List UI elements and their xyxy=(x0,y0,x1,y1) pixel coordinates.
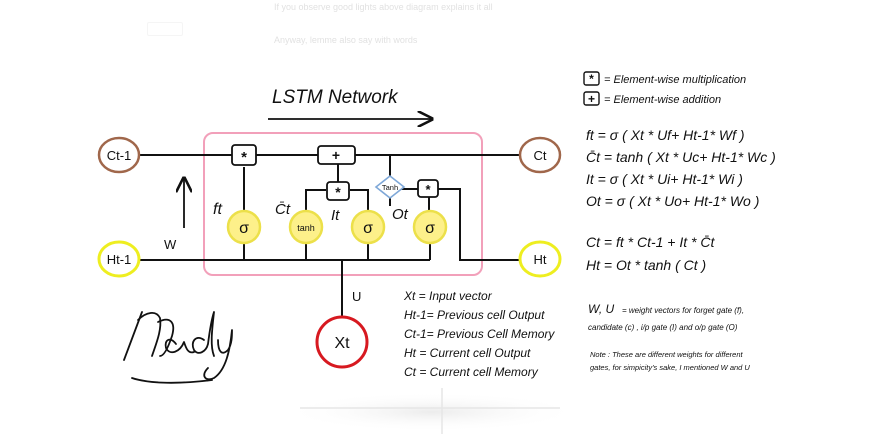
legend-mult-text: = Element-wise multiplication xyxy=(604,74,746,86)
faint-text-line-2: Anyway, lemme also say with words xyxy=(274,35,418,45)
h-prev-label: Ht-1 xyxy=(107,252,132,267)
output-gate: σ xyxy=(412,209,448,245)
cell-add-op: + xyxy=(317,145,356,165)
weights-head: W, U xyxy=(588,302,615,316)
equation-input: It = σ ( Xt * Ui+ Ht-1* Wi ) xyxy=(586,171,743,187)
u-label: U xyxy=(352,289,361,304)
faint-blur-region xyxy=(282,392,582,432)
tanh-diamond-label: Tanh xyxy=(382,183,398,192)
w-label: W xyxy=(164,237,177,252)
output-gate-label: Ot xyxy=(392,206,409,223)
add-symbol: + xyxy=(332,147,340,163)
mult-symbol: * xyxy=(241,149,247,166)
forget-gate-label: ft xyxy=(213,201,222,218)
input-gate-label: It xyxy=(331,207,340,224)
h-next-node: Ht xyxy=(518,240,562,278)
x-input-node: Xt xyxy=(315,315,369,369)
definition-item: Xt = Input vector xyxy=(403,289,493,303)
mult-symbol: * xyxy=(335,184,341,200)
candidate-gate: tanh xyxy=(288,209,324,245)
tanh-label: tanh xyxy=(297,223,315,233)
x-input-label: Xt xyxy=(334,335,350,352)
tanh-diamond: Tanh xyxy=(374,174,406,200)
legend-multiplication: * = Element-wise multiplication xyxy=(583,71,746,86)
equation-candidate: C̄t = tanh ( Xt * Uc+ Ht-1* Wc ) xyxy=(586,149,776,165)
mult-symbol: * xyxy=(425,182,431,197)
equation-hidden-state: Ht = Ot * tanh ( Ct ) xyxy=(586,257,706,273)
legend-add-text: = Element-wise addition xyxy=(604,94,721,106)
diagram-title: LSTM Network xyxy=(272,87,399,108)
forget-multiply-op: * xyxy=(231,144,257,166)
equation-cell-state: Ct = ft * Ct-1 + It * C̄t xyxy=(586,234,715,250)
sigma-label: σ xyxy=(363,220,373,237)
input-multiply-op: * xyxy=(326,181,350,201)
weights-line-2: candidate (c) , i/p gate (I) and o/p gat… xyxy=(588,323,738,332)
c-next-label: Ct xyxy=(534,148,547,163)
equation-forget: ft = σ ( Xt * Uf+ Ht-1* Wf ) xyxy=(586,127,745,143)
faint-text-line-1: If you observe good lights above diagram… xyxy=(274,2,493,12)
legend-addition: + = Element-wise addition xyxy=(583,91,721,106)
c-prev-node: Ct-1 xyxy=(97,136,141,174)
c-next-node: Ct xyxy=(518,136,562,174)
h-next-label: Ht xyxy=(534,252,547,267)
forget-gate: σ xyxy=(226,209,262,245)
faint-button xyxy=(147,22,183,36)
definition-item: Ht-1= Previous cell Output xyxy=(404,308,545,322)
definition-item: Ct-1= Previous Cell Memory xyxy=(404,327,555,341)
weights-line-1: = weight vectors for forget gate (f), xyxy=(622,306,744,315)
legend-mult-symbol: * xyxy=(589,72,594,86)
equation-output: Ot = σ ( Xt * Uo+ Ht-1* Wo ) xyxy=(586,193,759,209)
note-line-1: Note : These are different weights for d… xyxy=(590,350,743,359)
h-prev-node: Ht-1 xyxy=(97,240,141,278)
handwritten-signature xyxy=(123,311,233,384)
c-prev-label: Ct-1 xyxy=(107,148,132,163)
definition-item: Ht = Current cell Output xyxy=(404,346,531,360)
sigma-label: σ xyxy=(239,220,249,237)
output-multiply-op: * xyxy=(417,179,439,198)
sigma-label: σ xyxy=(425,220,435,237)
input-gate: σ xyxy=(350,209,386,245)
definition-item: Ct = Current cell Memory xyxy=(404,365,539,379)
note-line-2: gates, for simpicity's sake, I mentioned… xyxy=(590,363,750,372)
candidate-label: C̄t xyxy=(275,201,291,218)
wires xyxy=(137,154,521,318)
legend-add-symbol: + xyxy=(588,92,595,106)
